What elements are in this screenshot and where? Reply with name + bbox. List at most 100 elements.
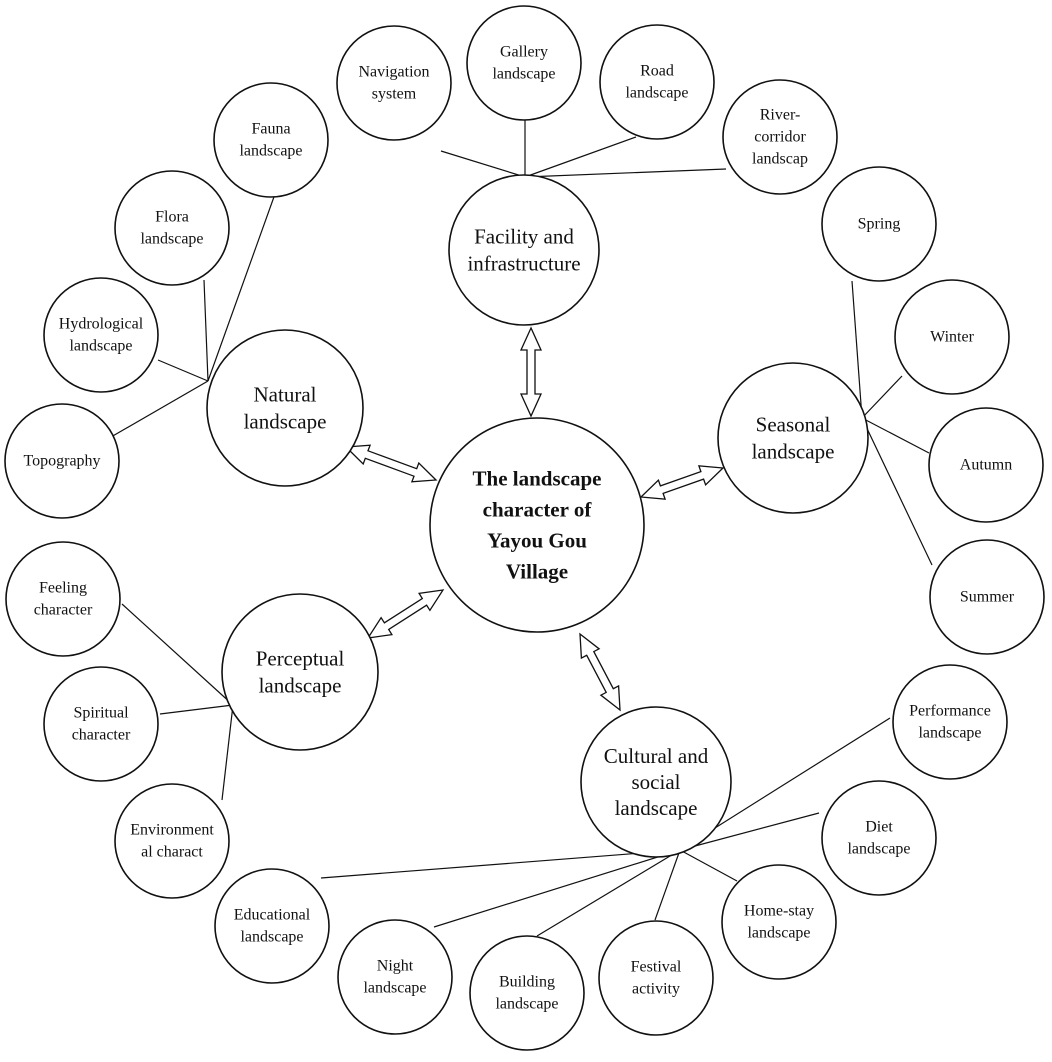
leaf-road-landscape-line: Road bbox=[640, 63, 674, 80]
leaf-spring-circle bbox=[821, 166, 937, 282]
leaf-educational-landscape: Educational landscape bbox=[214, 868, 330, 984]
leaf-festival-activity-circle bbox=[598, 920, 714, 1036]
arrow-cultural bbox=[579, 632, 621, 712]
leaf-festival-activity-line: activity bbox=[632, 981, 680, 998]
leaf-summer: Summer bbox=[929, 539, 1045, 655]
leaf-night-landscape-circle bbox=[337, 919, 453, 1035]
category-natural-line: Natural bbox=[254, 383, 317, 407]
leaf-environmental-charact-circle bbox=[114, 783, 230, 899]
leaf-feeling-character-circle bbox=[5, 541, 121, 657]
center-node-line: Yayou Gou bbox=[487, 529, 587, 553]
leaf-topography-circle bbox=[4, 403, 120, 519]
leaf-river-corridor-landscape-circle bbox=[722, 79, 838, 195]
leaf-feeling-character-line: Feeling bbox=[39, 580, 87, 597]
category-natural-line: landscape bbox=[244, 410, 327, 434]
category-seasonal-circle bbox=[717, 362, 869, 514]
link-feeling-character bbox=[121, 603, 234, 706]
leaf-gallery-landscape-line: Gallery bbox=[500, 44, 548, 61]
leaf-festival-activity: Festival activity bbox=[598, 920, 714, 1036]
leaf-environmental-charact-line: Environment bbox=[130, 822, 214, 839]
leaf-building-landscape-line: landscape bbox=[495, 996, 558, 1013]
category-facility-line: Facility and bbox=[474, 225, 574, 249]
link-educational-landscape bbox=[320, 849, 681, 879]
leaf-home-stay-landscape-line: Home-stay bbox=[744, 903, 814, 920]
category-perceptual-line: Perceptual bbox=[256, 647, 345, 671]
connector-lines bbox=[110, 120, 933, 937]
category-cultural-line: landscape bbox=[615, 796, 698, 820]
leaf-navigation-system-line: system bbox=[372, 86, 417, 103]
link-fauna-landscape bbox=[207, 193, 276, 382]
category-facility: Facility and infrastructure bbox=[448, 174, 600, 326]
category-perceptual-circle bbox=[221, 593, 379, 751]
leaf-performance-landscape-line: landscape bbox=[918, 725, 981, 742]
leaf-performance-landscape: Performance landscape bbox=[892, 664, 1008, 780]
arrow-natural bbox=[344, 444, 438, 483]
leaf-winter-circle bbox=[894, 279, 1010, 395]
leaf-building-landscape-line: Building bbox=[499, 974, 555, 991]
leaf-topography: Topography bbox=[4, 403, 120, 519]
link-river-corridor-landscape bbox=[524, 168, 727, 178]
leaf-festival-activity-line: Festival bbox=[631, 959, 682, 976]
leaf-night-landscape-line: landscape bbox=[363, 980, 426, 997]
leaf-spiritual-character-circle bbox=[43, 666, 159, 782]
category-perceptual: Perceptual landscape bbox=[221, 593, 379, 751]
link-diet-landscape bbox=[679, 812, 820, 851]
leaf-navigation-system-circle bbox=[336, 25, 452, 141]
leaf-navigation-system-line: Navigation bbox=[358, 64, 429, 81]
category-cultural-circle bbox=[580, 706, 732, 858]
leaf-hydrological-landscape-line: landscape bbox=[69, 338, 132, 355]
leaf-fauna-landscape: Fauna landscape bbox=[213, 82, 329, 198]
leaf-building-landscape-circle bbox=[469, 935, 585, 1051]
link-building-landscape bbox=[536, 849, 681, 937]
leaf-road-landscape-circle bbox=[599, 24, 715, 140]
leaf-fauna-landscape-circle bbox=[213, 82, 329, 198]
leaf-environmental-charact: Environment al charact bbox=[114, 783, 230, 899]
link-spiritual-character bbox=[159, 704, 234, 715]
category-facility-line: infrastructure bbox=[467, 252, 580, 276]
category-natural-circle bbox=[206, 329, 364, 487]
leaf-diet-landscape-line: landscape bbox=[847, 841, 910, 858]
leaf-home-stay-landscape-line: landscape bbox=[747, 925, 810, 942]
link-environmental-charact bbox=[221, 704, 234, 801]
double-arrows bbox=[344, 326, 725, 712]
leaf-educational-landscape-line: landscape bbox=[240, 929, 303, 946]
leaf-summer-line: Summer bbox=[960, 589, 1015, 606]
link-autumn bbox=[861, 417, 930, 454]
leaf-feeling-character-line: character bbox=[34, 602, 93, 619]
leaf-environmental-charact-line: al charact bbox=[141, 844, 203, 861]
leaf-home-stay-landscape-circle bbox=[721, 864, 837, 980]
leaf-autumn-circle bbox=[928, 407, 1044, 523]
leaf-summer-circle bbox=[929, 539, 1045, 655]
leaf-spiritual-character-line: character bbox=[72, 727, 131, 744]
link-road-landscape bbox=[524, 136, 637, 178]
category-perceptual-line: landscape bbox=[259, 674, 342, 698]
leaf-performance-landscape-line: Performance bbox=[909, 703, 991, 720]
category-cultural-line: social bbox=[632, 770, 681, 794]
link-hydrological-landscape bbox=[157, 359, 209, 382]
arrow-seasonal bbox=[639, 465, 725, 500]
link-spring bbox=[851, 280, 863, 419]
link-topography bbox=[110, 380, 209, 438]
leaf-fauna-landscape-line: landscape bbox=[239, 143, 302, 160]
link-home-stay-landscape bbox=[679, 849, 738, 882]
leaf-night-landscape-line: Night bbox=[377, 958, 414, 975]
leaf-feeling-character: Feeling character bbox=[5, 541, 121, 657]
leaf-home-stay-landscape: Home-stay landscape bbox=[721, 864, 837, 980]
leaf-spiritual-character-line: Spiritual bbox=[73, 705, 129, 722]
leaf-road-landscape-line: landscape bbox=[625, 85, 688, 102]
leaf-navigation-system: Navigation system bbox=[336, 25, 452, 141]
category-cultural-line: Cultural and bbox=[604, 744, 709, 768]
leaf-road-landscape: Road landscape bbox=[599, 24, 715, 140]
leaf-educational-landscape-circle bbox=[214, 868, 330, 984]
leaf-river-corridor-landscape-line: River- bbox=[760, 107, 801, 124]
leaf-educational-landscape-line: Educational bbox=[234, 907, 311, 924]
leaf-fauna-landscape-line: Fauna bbox=[251, 121, 290, 138]
center-node-line: Village bbox=[506, 560, 568, 584]
leaf-winter: Winter bbox=[894, 279, 1010, 395]
